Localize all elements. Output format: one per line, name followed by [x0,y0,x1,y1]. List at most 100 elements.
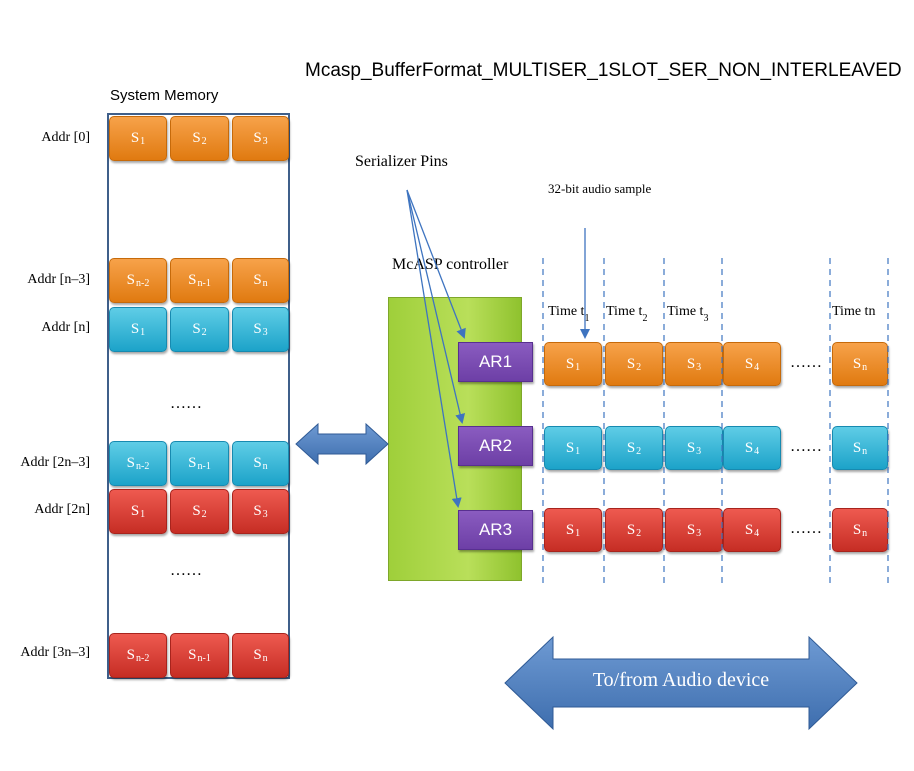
sample-letter: S [188,455,197,471]
sample-index: n-2 [136,653,150,664]
sample-letter: S [686,355,696,372]
sample-letter: S [253,130,262,146]
system-memory-frame [107,113,290,679]
serializer-pins-label: Serializer Pins [355,153,448,170]
memory-address-label: Addr [2n] [34,502,90,517]
sample-index: 4 [754,527,760,539]
memory-controller-arrow [295,422,389,466]
sample-index: 1 [140,327,146,338]
sample-index: 3 [262,509,268,520]
pointer-arrow-ar1 [406,189,466,339]
time-slot-label: Time t2 [606,304,648,324]
memory-address-label: Addr [n–3] [27,272,90,287]
sample-index: 2 [201,327,207,338]
sample-letter: S [565,521,575,538]
pointer-arrow-ar2 [406,189,466,424]
sample-index: n [262,278,268,289]
sample-index: 2 [201,509,207,520]
time-slot-text: Time t [606,304,643,319]
sample-index: 3 [262,136,268,147]
time-slot-index: 2 [642,312,648,324]
audio-device-arrow [504,635,858,731]
sample-letter: S [130,130,140,146]
sample-index: 2 [636,445,642,457]
sample-index: 1 [140,509,146,520]
sample-letter: S [253,503,262,519]
sample-index: n-1 [197,461,211,472]
sample-letter: S [126,455,135,471]
sample-index: 1 [140,136,146,147]
serial-ellipsis: …… [790,520,822,537]
memory-address-label: Addr [0] [41,130,90,145]
sample-index: n [262,461,268,472]
serial-ellipsis: …… [790,438,822,455]
sample-letter: S [686,439,696,456]
sample-letter: S [253,272,262,288]
sample-letter: S [626,355,636,372]
sample-letter: S [130,321,140,337]
sample-index: n [862,361,868,373]
sample-letter: S [852,355,862,372]
audio-device-label: To/from Audio device [592,669,770,691]
sample-letter: S [126,647,135,663]
memory-address-label: Addr [3n–3] [20,645,90,660]
pin-ar3: AR3 [458,510,533,550]
sample-index: 3 [696,527,702,539]
sample-letter: S [744,439,754,456]
time-slot-index: 1 [584,312,590,324]
sample-index: n [862,527,868,539]
sample-letter: S [253,455,262,471]
mcasp-controller-label: McASP controller [392,256,509,273]
sample-index: 2 [201,136,207,147]
sample-letter: S [565,439,575,456]
memory-ellipsis-2: …… [170,562,202,579]
sample-index: 3 [262,327,268,338]
sample-letter: S [686,521,696,538]
sample-letter: S [126,272,135,288]
sample-letter: S [744,521,754,538]
pin-ar1: AR1 [458,342,533,382]
sample-index: 2 [636,527,642,539]
time-slot-text: Time t [667,304,704,319]
sample-letter: S [253,647,262,663]
sample-index: 3 [696,361,702,373]
sample-index: 1 [575,361,581,373]
sample-index: 1 [575,445,581,457]
sample-letter: S [852,521,862,538]
sample-letter: S [192,130,201,146]
serial-ellipsis: …… [790,354,822,371]
memory-address-label: Addr [2n–3] [20,455,90,470]
sample-index: n [262,653,268,664]
memory-ellipsis-1: …… [170,395,202,412]
pointer-arrow-ar3 [406,189,462,508]
sample-index: 2 [636,361,642,373]
